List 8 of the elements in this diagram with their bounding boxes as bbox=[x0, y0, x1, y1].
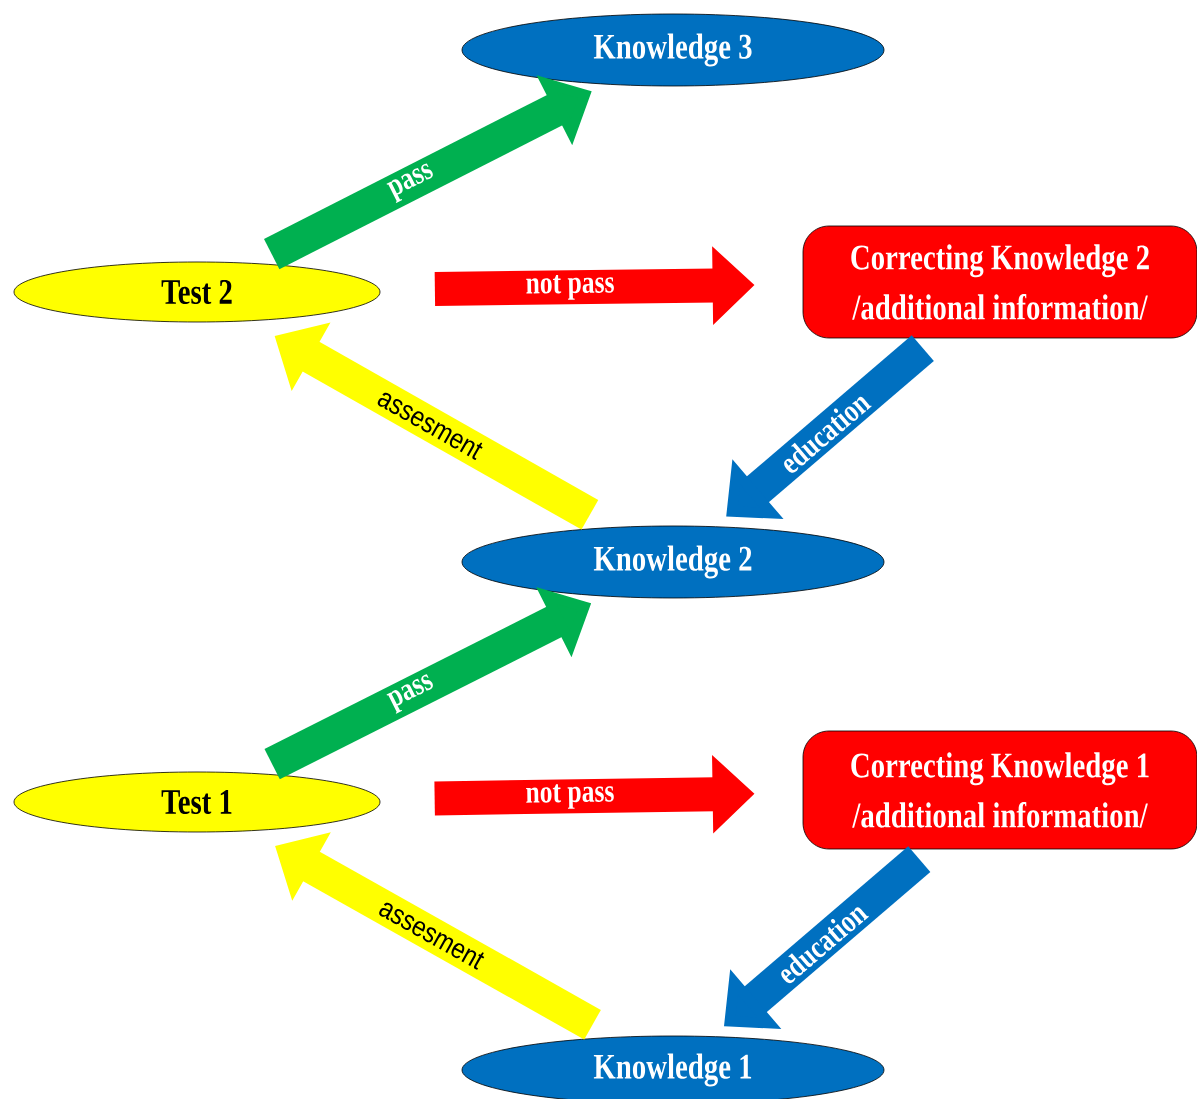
block-arrow bbox=[724, 846, 931, 1029]
correction-box: Correcting Knowledge 2 /additional information/ bbox=[802, 225, 1197, 339]
edge-label: not pass bbox=[526, 275, 614, 300]
edge-label: pass bbox=[386, 674, 433, 714]
edge-label: not pass bbox=[526, 784, 614, 809]
edge-label: pass bbox=[386, 163, 433, 203]
block-arrow bbox=[726, 335, 934, 520]
correction-box: Correcting Knowledge 1 /additional information/ bbox=[802, 730, 1197, 850]
